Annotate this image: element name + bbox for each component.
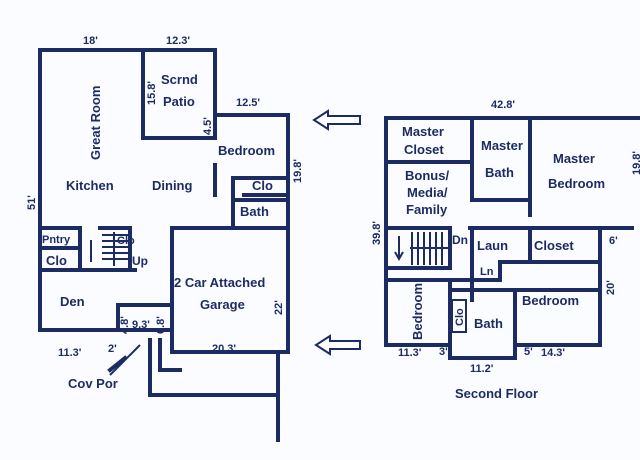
first-floor-outer-wall: [38, 48, 290, 354]
dim-den-width: 11.3': [58, 347, 82, 359]
dim-garage-width: 20.3': [212, 343, 236, 355]
clo-stair-label: Clo: [117, 235, 135, 247]
screened-patio-wall: [141, 48, 217, 140]
clo-right-label: Clo: [252, 178, 273, 193]
bonus-line3: Family: [406, 202, 448, 217]
down-arrow: [394, 236, 404, 262]
cov-por-label: Cov Por: [68, 376, 118, 391]
dim-right-depth: 19.8': [292, 159, 304, 183]
dim-garage-depth: 22': [273, 300, 285, 315]
bonus-line2: Media/: [407, 185, 448, 200]
laun-label: Laun: [477, 238, 508, 253]
first-floor-plan: Great Room Scrnd Patio Bedroom Kitchen D…: [26, 35, 304, 442]
bedroom-bath-wall: [213, 163, 290, 230]
dim-patio-depth: 15.8': [146, 81, 158, 105]
master-bedroom-line1: Master: [553, 151, 595, 166]
lower-rooms-walls: [384, 278, 602, 347]
covered-porch-wall: [107, 303, 280, 442]
dim-porch-small-right: 6.8': [155, 316, 167, 334]
ln-label: Ln: [480, 266, 494, 278]
dim2-small-5: 5': [524, 346, 533, 358]
clo-box: [451, 299, 467, 333]
dim-porch-width: 9.3': [132, 319, 150, 331]
dim-patio-width: 12.3': [166, 35, 190, 47]
master-bath-line2: Bath: [485, 165, 514, 180]
stair-treads: [102, 232, 128, 266]
bedroom-right-label: Bedroom: [522, 293, 579, 308]
patio-label: Patio: [163, 94, 195, 109]
dim-porch-small-left: 4.8': [119, 316, 131, 334]
up-label: Up: [132, 254, 148, 268]
bonus-line1: Bonus/: [405, 168, 449, 183]
stair-pantry-wall: [38, 226, 137, 272]
second-stair-treads: [410, 232, 448, 265]
cov-por-leader: [109, 344, 141, 376]
dim-porch-tiny: 2': [108, 343, 117, 355]
clo-label: Clo: [454, 308, 466, 326]
master-closet-line1: Master: [402, 124, 444, 139]
dim2-bedroom-left-width: 11.3': [398, 347, 422, 359]
second-floor-title: Second Floor: [455, 386, 538, 401]
master-bedroom-line2: Bedroom: [548, 176, 605, 191]
garage-line1-label: 2 Car Attached: [174, 275, 265, 290]
dim2-bath-width: 11.2': [470, 363, 494, 375]
scrnd-label: Scrnd: [161, 72, 198, 87]
bath-label-second: Bath: [474, 316, 503, 331]
pntry-label: Pntry: [42, 234, 71, 246]
bath-label: Bath: [240, 204, 269, 219]
dim-top-width: 18': [83, 35, 98, 47]
bonus-stair-walls: [384, 226, 602, 282]
dn-label: Dn: [452, 233, 468, 247]
garage-line2-label: Garage: [200, 297, 245, 312]
dim2-left-depth: 39.8': [371, 221, 383, 245]
arrow-upper: [312, 109, 361, 131]
closet-label: Closet: [534, 238, 574, 253]
great-room-label: Great Room: [88, 86, 103, 160]
kitchen-label: Kitchen: [66, 178, 114, 193]
dim2-bedroom-right-width: 14.3': [541, 347, 565, 359]
den-label: Den: [60, 294, 85, 309]
master-suite-walls: [384, 116, 532, 217]
garage-wall: [170, 226, 290, 354]
master-closet-line2: Closet: [404, 142, 444, 157]
dim-bedroom-width: 12.5': [236, 97, 260, 109]
dim-overall-depth: 51': [26, 195, 38, 210]
bedroom-label: Bedroom: [218, 143, 275, 158]
second-floor-plan: Master Closet Master Bath Master Bedroom…: [371, 99, 640, 401]
floor-link-arrows: [312, 109, 361, 356]
dim2-top-width: 42.8': [491, 99, 515, 111]
bedroom-left-label: Bedroom: [410, 283, 425, 340]
arrow-lower: [314, 334, 361, 356]
dim2-right-depth: 19.8': [631, 151, 640, 175]
dim2-closet-small: 6': [609, 235, 618, 247]
second-floor-outer-wall: [384, 116, 640, 360]
clo-left-label: Clo: [46, 253, 67, 268]
dining-label: Dining: [152, 178, 192, 193]
dim-patio-small: 4.5': [202, 117, 214, 135]
master-bath-line1: Master: [481, 138, 523, 153]
dim2-bedroom-depth: 20': [605, 280, 617, 295]
dim2-small-3: 3': [439, 346, 448, 358]
